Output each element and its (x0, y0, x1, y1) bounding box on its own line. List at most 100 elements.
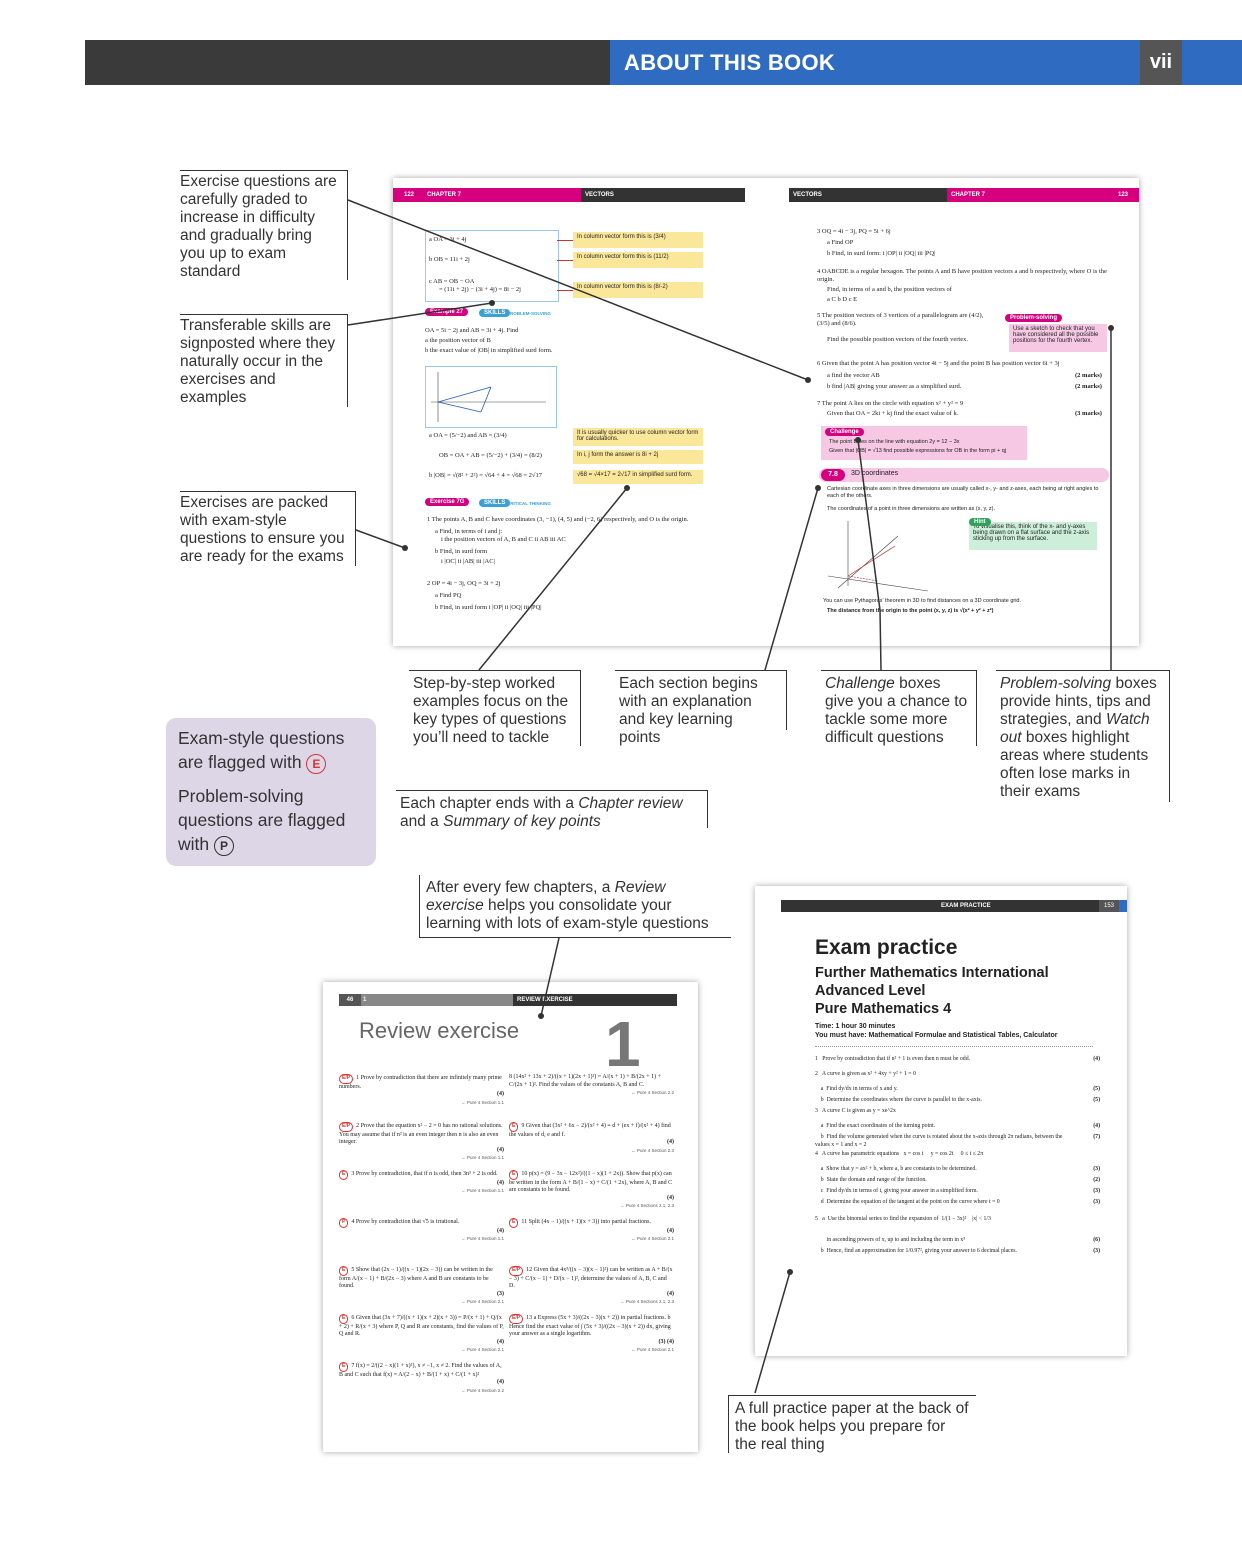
section-reference: ← Pure 4 Section 2.2 (631, 1090, 674, 1095)
exam-question-marks: (2) (1093, 1177, 1100, 1183)
exam-question-text: a Find the exact coordinates of the turn… (815, 1123, 936, 1129)
exam-divider (815, 1046, 1093, 1047)
challenge-em: Challenge (825, 675, 895, 692)
section-text-2: The coordinates of a point in three dime… (827, 506, 996, 512)
exam-question: a Show that y = ax² + b, where a, b are … (815, 1166, 1100, 1174)
exercise-number: 7G (456, 499, 465, 505)
flag-badge: E (509, 1122, 519, 1132)
exam-time: Time: 1 hour 30 minutes (815, 1023, 896, 1030)
question-marks: (4) (497, 1227, 504, 1234)
review-1: After every few chapters, a (426, 879, 615, 896)
flag-badge: E/P (339, 1074, 354, 1084)
section-reference: ← Pure 4 Sections 2.1, 2.3 (620, 1203, 674, 1208)
exam-question: 3 A curve C is given as y = xe^2x (815, 1108, 1100, 1116)
question-marks: (4) (667, 1194, 674, 1201)
exam-question: 5 a Use the binomial series to find the … (815, 1216, 1100, 1224)
exam-questions: 1 Prove by contradiction that if n² + 1 … (815, 1056, 1100, 1296)
right-topic-label: VECTORS (789, 188, 951, 202)
surd-note: √68 = √4×17 = 2√17 in simplified surd fo… (573, 470, 703, 484)
challenge-tag: Challenge (825, 428, 864, 436)
q6: 6 Given that the point A has position ve… (817, 360, 1060, 367)
exam-question-text: a Show that y = ax² + b, where a, b are … (815, 1166, 977, 1172)
chapter-review-em: Chapter review (578, 795, 683, 812)
section-reference: ← Pure 4 Section 2.1 (461, 1347, 504, 1352)
page-title: ABOUT THIS BOOK (610, 40, 1150, 85)
solution-line-c: b |OB| = √(8² + 2²) = √64 + 4 = √68 = 2√… (429, 472, 542, 479)
skills-tag-2: SKILLS (479, 499, 511, 507)
exam-question: d Determine the equation of the tangent … (815, 1199, 1100, 1207)
summary-em: Summary of key points (443, 813, 601, 830)
exam-question: a Find dy/dx in terms of x and y.(5) (815, 1086, 1100, 1094)
section-reference: ← Pure 4 Section 2.1 (631, 1236, 674, 1241)
callout-problem-solving: Problem-solving boxes provide hints, tip… (996, 670, 1170, 802)
question-text: 8 (14x² + 13x + 2)/((x + 1)(2x + 1)²) = … (509, 1074, 662, 1088)
example-part-a: a the position vector of B (425, 337, 491, 344)
section-reference: ← Pure 4 Section 1.1 (461, 1236, 504, 1241)
flag-badge: E (339, 1266, 349, 1276)
column-vector-note-2: In column vector form this is (11/2) (573, 252, 703, 268)
exam-flag-icon: E (306, 754, 327, 774)
ij-form-note: In i, j form the answer is 8i + 2j (573, 450, 703, 464)
vector-diagram-svg (431, 372, 546, 422)
solution-line-a: a OA = (5/−2) and AB = (3/4) (429, 432, 507, 439)
exam-must-have: You must have: Mathematical Formulae and… (815, 1032, 1058, 1039)
question-text: 12 Given that 4x³/((x − 3)(x − 1)²) can … (509, 1267, 673, 1289)
flag-badge: E (339, 1314, 349, 1324)
connector (557, 290, 573, 291)
example-label: Example (430, 309, 455, 315)
worked-line-b: b OB = 11i + 2j (429, 256, 470, 263)
exam-question: 1 Prove by contradiction that if n² + 1 … (815, 1056, 1100, 1064)
q4b: Find, in terms of a and b, the position … (827, 286, 952, 293)
example-part-b: b the exact value of |OB| in simplified … (425, 347, 553, 354)
connector (557, 240, 573, 241)
hint-tag: Hint (969, 518, 991, 526)
exam-question-marks: (5) (1093, 1097, 1100, 1103)
ps-em: Problem-solving (1000, 675, 1112, 692)
problem-solving-tag: Problem-solving (1005, 314, 1063, 322)
review-title: Review exercise (359, 1018, 520, 1043)
exam-subtitle-3: Pure Mathematics 4 (815, 1001, 952, 1017)
exam-question: 4 A curve has parametric equations x = c… (815, 1151, 1100, 1159)
question-marks: (4) (497, 1338, 504, 1345)
exam-title: Exam practice (815, 936, 958, 959)
challenge-rest: boxes give you a chance to tackle some m… (825, 675, 968, 746)
q5b: Find the possible position vectors of th… (827, 336, 968, 343)
exercise-q1bi: i |OC| ii |AB| iii |AC| (441, 558, 495, 565)
watch-out-em: Watch out (1000, 711, 1150, 746)
review-right-column: 8 (14x² + 13x + 2)/((x + 1)(2x + 1)²) = … (509, 1074, 674, 1434)
exam-question-text: 1 Prove by contradiction that if n² + 1 … (815, 1056, 971, 1062)
q4: 4 OABCDE is a regular hexagon. The point… (817, 268, 1107, 283)
review-header-chapter: 1 (361, 994, 519, 1006)
section-reference: ← Pure 4 Section 1.1 (461, 1155, 504, 1160)
section-reference: ← Pure 4 Section 2.1 (631, 1347, 674, 1352)
right-page-num: 123 (1107, 188, 1139, 202)
exam-question-text: 5 a Use the binomial series to find the … (815, 1216, 991, 1222)
flag-badge: P (339, 1218, 349, 1228)
question-marks: (4) (497, 1379, 504, 1385)
exam-question-marks: (3) (1093, 1188, 1100, 1194)
callout-full-practice: A full practice paper at the back of the… (728, 1395, 976, 1453)
review-page: 46 1 REVIEW EXERCISE Review exercise 1 E… (323, 982, 698, 1452)
review-big-number: 1 (605, 1008, 641, 1080)
exercise-q1a: a Find, in terms of i and j: (435, 528, 503, 535)
hint-note: To visualise this, think of the x- and y… (969, 522, 1097, 550)
exam-question-text: 4 A curve has parametric equations x = c… (815, 1151, 984, 1157)
q7: 7 The point A lies on the circle with eq… (817, 400, 964, 407)
example-number: 27 (456, 309, 464, 315)
right-chapter-label: CHAPTER 7 (947, 188, 1111, 202)
question-text: 3 Prove by contradiction, that if n is o… (351, 1171, 498, 1177)
section-number: 7.8 (821, 469, 845, 481)
question-marks: (4) (497, 1146, 504, 1153)
exam-subtitle-1: Further Mathematics International (815, 965, 1049, 981)
exam-question-text: in ascending powers of x, up to and incl… (815, 1237, 966, 1243)
exercise-q2a: a Find PQ (435, 592, 462, 599)
flag-badge: E/P (509, 1266, 524, 1276)
worked-line-c2: = (11i + 2j) − (3i + 4j) = 8i − 2j (439, 286, 521, 293)
question-text: 2 Prove that the equation x² − 2 = 0 has… (339, 1123, 503, 1145)
q3: 3 OQ = 4i − 3j, PQ = 5i + 6j (817, 228, 891, 235)
exercise-q2: 2 OP = 4i − 3j, OQ = 3i + 2j (427, 580, 501, 587)
